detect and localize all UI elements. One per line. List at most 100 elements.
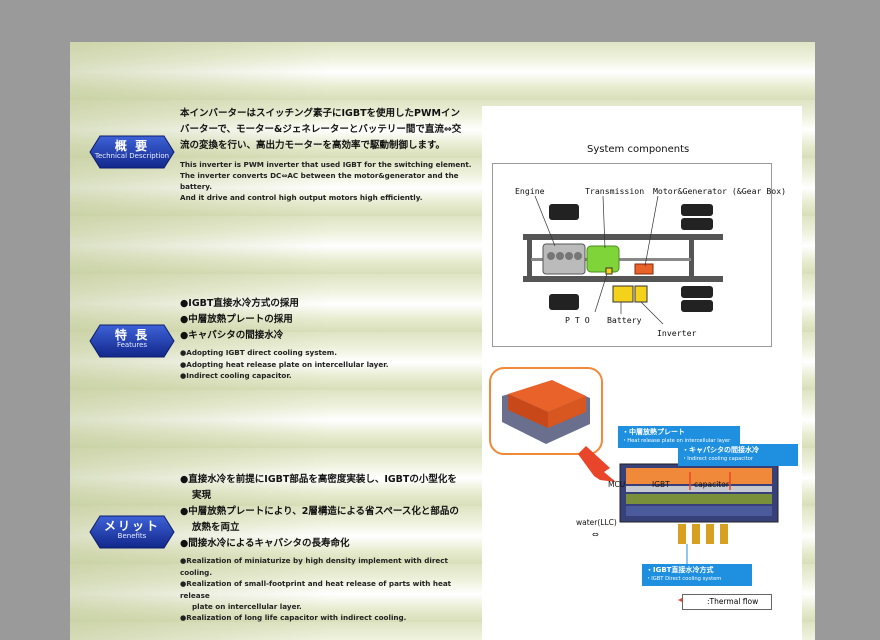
capacitor-label-box (678, 444, 798, 466)
inverter-photo-lid (508, 380, 586, 412)
wheel-front-bottom (549, 294, 579, 310)
terminal (678, 524, 686, 544)
water-flow-icon: ⇔ (592, 530, 599, 539)
label-igbt: IGBT (652, 480, 670, 489)
system-components-diagram: Engine Transmission Motor&Generator (&Ge… (492, 163, 786, 347)
heat-plate-label-en: ・Heat release plate on intercellular lay… (622, 438, 731, 444)
pto-block (605, 267, 613, 275)
benefits-text: 直接水冷を前提にIGBT部品を高密度実装し、IGBTの小型化を 実現 中層放熱プ… (180, 472, 480, 624)
feature-en-item: Indirect cooling capacitor. (180, 370, 480, 382)
inverter-leader (640, 301, 664, 325)
engine-cylinder (556, 252, 564, 260)
frame-rail-top (523, 234, 723, 240)
label-pto: P T O (565, 315, 590, 325)
benefits-badge: メリット Benefits (88, 514, 176, 550)
engine-cylinder (547, 252, 555, 260)
terminal (720, 524, 728, 544)
pointer-arrow (578, 446, 616, 482)
pto-leader (594, 273, 608, 313)
benefit-jp-item: 間接水冷によるキャパシタの長寿命化 (180, 536, 480, 552)
jp-line: バーターで、モーター&ジェネレーターとバッテリー間で直流⇔交 (180, 124, 462, 135)
inverter-cutaway-drawing (489, 367, 798, 603)
capacitor-cooling-label: ・キャパシタの間接水冷 ・Indirect cooling capacitor (682, 446, 800, 464)
igbt-cooling-label-en: ・IGBT Direct cooling system (646, 576, 722, 582)
features-section: 特 長 Features IGBT直接水冷方式の採用 中層放熱プレートの採用 キ… (70, 296, 490, 396)
rear-axle (689, 234, 694, 282)
heat-plate-label: ・中層放熱プレート ・Heat release plate on interce… (622, 428, 744, 446)
inverter-photo-lid-front (548, 396, 586, 428)
badge-shape (89, 515, 175, 549)
wheel-rear-top-2 (681, 218, 713, 230)
badge-title: 概 要 (114, 139, 150, 153)
badge-subtitle: Technical Description (94, 152, 170, 160)
engine-block (542, 243, 586, 275)
label-battery: Battery (607, 315, 642, 325)
feature-jp-item: IGBT直接水冷方式の採用 (180, 296, 480, 312)
igbt-cooling-label-box (642, 564, 752, 586)
badge-title: 特 長 (114, 328, 150, 342)
engine-cylinder (565, 252, 573, 260)
transmission-leader (602, 195, 606, 249)
benefit-en-item-cont: plate on intercellular layer. (192, 602, 302, 611)
system-panel: System components (482, 106, 802, 640)
wheel-rear-top-1 (681, 204, 713, 216)
label-motor-generator: Motor&Generator (&Gear Box) (653, 186, 787, 196)
jp-line: 流の変換を行い、高出力モーターを高効率で駆動制御します。 (180, 140, 446, 151)
heat-plate-layer (626, 486, 772, 492)
heat-plate-label-box (618, 426, 740, 448)
en-line: battery. (180, 182, 213, 191)
benefit-en-item: Realization of small-footprint and heat … (180, 578, 480, 601)
capacitor-cooling-label-en: ・Indirect cooling capacitor (682, 456, 753, 462)
en-line: The inverter converts DC⇔AC between the … (180, 171, 459, 180)
chassis-drawing (523, 195, 723, 325)
inverter-block (634, 285, 648, 303)
benefit-en-item: Realization of miniaturize by high densi… (180, 555, 480, 578)
jp-line: 本インバーターはスイッチング素子にIGBTを使用したPWMイン (180, 108, 460, 119)
label-transmission: Transmission (585, 186, 645, 196)
frame-rail-bottom (523, 276, 723, 282)
motor-generator-block (634, 263, 654, 275)
label-inverter: Inverter (657, 328, 697, 338)
technical-description-section: 概 要 Technical Description 本インバーターはスイッチング… (70, 104, 490, 214)
badge-shape (89, 324, 175, 358)
label-mcu: MCU (608, 480, 626, 489)
wheel-rear-bottom-1 (681, 286, 713, 298)
badge-subtitle: Features (116, 341, 148, 349)
label-capacitor: capacitor (694, 480, 729, 489)
igbt-cooling-label-jp: ・IGBT直接水冷方式 (646, 566, 714, 574)
badge-subtitle: Benefits (117, 532, 147, 540)
benefit-jp-item-cont: 放熱を両立 (192, 522, 240, 533)
badge-title: メリット (103, 519, 160, 533)
front-axle (527, 234, 532, 282)
capacitor-cooling-label-jp: ・キャパシタの間接水冷 (682, 446, 759, 454)
igbt-layer (626, 494, 772, 504)
technical-description-badge: 概 要 Technical Description (88, 134, 176, 170)
capacitor-layer (626, 468, 772, 484)
transmission-block (586, 245, 620, 273)
benefit-jp-item-cont: 実現 (192, 490, 212, 501)
en-line: This inverter is PWM inverter that used … (180, 160, 472, 169)
igbt-cooling-label: ・IGBT直接水冷方式 ・IGBT Direct cooling system (646, 566, 754, 584)
benefit-en-item: Realization of long life capacitor with … (180, 612, 480, 624)
thermal-flow-legend-text: :Thermal flow (707, 597, 759, 606)
feature-jp-item: キャパシタの間接水冷 (180, 328, 480, 344)
motor-leader (644, 195, 659, 267)
inverter-photo-lid-side (508, 394, 548, 428)
wheel-rear-bottom-2 (681, 300, 713, 312)
en-line: And it drive and control high output mot… (180, 193, 423, 202)
benefit-jp-item: 中層放熱プレートにより、2層構造による省スペース化と部品の (180, 504, 480, 520)
features-text: IGBT直接水冷方式の採用 中層放熱プレートの採用 キャパシタの間接水冷 Ado… (180, 296, 480, 382)
engine-leader (534, 195, 556, 247)
wheel-front-top (549, 204, 579, 220)
coolant-layer (626, 506, 772, 516)
heat-plate-label-jp: ・中層放熱プレート (622, 428, 685, 436)
label-engine: Engine (515, 186, 545, 196)
feature-en-item: Adopting heat release plate on intercell… (180, 359, 480, 371)
benefit-jp-item: 直接水冷を前提にIGBT部品を高密度実装し、IGBTの小型化を (180, 472, 480, 488)
system-components-title: System components (587, 144, 690, 155)
technical-description-text: 本インバーターはスイッチング素子にIGBTを使用したPWMイン バーターで、モー… (180, 106, 480, 203)
badge-shape (89, 135, 175, 169)
terminal (706, 524, 714, 544)
battery-block (612, 285, 634, 303)
feature-jp-item: 中層放熱プレートの採用 (180, 312, 480, 328)
